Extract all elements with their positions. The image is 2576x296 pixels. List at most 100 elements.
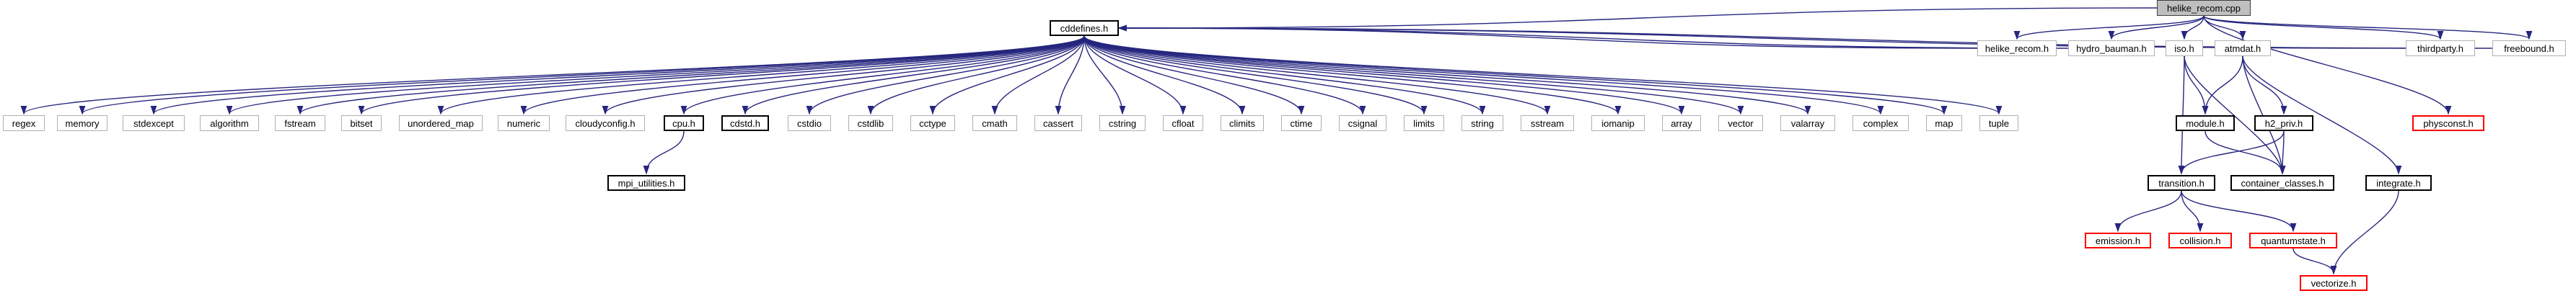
edge-cddefines_h-to-numeric xyxy=(520,35,1085,115)
node-label: unordered_map xyxy=(408,117,474,129)
node-vector: vector xyxy=(1718,115,1763,131)
edge-transition_h-to-collision_h xyxy=(2181,190,2204,233)
edge-cddefines_h-to-limits xyxy=(1083,35,1428,115)
edge-cddefines_h-to-cfloat xyxy=(1083,35,1187,115)
node-label: h2_priv.h xyxy=(2264,117,2303,129)
edge-transition_h-to-quantumstate_h xyxy=(2181,190,2297,233)
node-sstream: sstream xyxy=(1521,115,1574,131)
edge-cddefines_h-to-sstream xyxy=(1083,35,1551,115)
node-cassert: cassert xyxy=(1034,115,1082,131)
edge-cddefines_h-to-string xyxy=(1083,35,1486,115)
node-label: atmdat.h xyxy=(2224,42,2261,54)
edge-cddefines_h-to-ctime xyxy=(1083,35,1305,115)
node-algorithm: algorithm xyxy=(200,115,259,131)
node-label: numeric xyxy=(506,117,541,129)
edge-cddefines_h-to-cdstd_h xyxy=(742,35,1085,115)
node-vectorize-h[interactable]: vectorize.h xyxy=(2300,275,2368,291)
edge-cddefines_h-to-complex xyxy=(1083,35,1884,115)
node-unordered-map: unordered_map xyxy=(399,115,483,131)
node-label: physconst.h xyxy=(2423,117,2474,129)
node-mpi-utilities-h[interactable]: mpi_utilities.h xyxy=(607,175,685,191)
node-label: climits xyxy=(1228,117,1256,129)
node-label: iomanip xyxy=(1601,117,1635,129)
node-collision-h[interactable]: collision.h xyxy=(2168,233,2232,248)
node-label: thirdparty.h xyxy=(2417,42,2464,54)
node-map: map xyxy=(1926,115,1962,131)
node-emission-h[interactable]: emission.h xyxy=(2085,233,2151,248)
node-label: tuple xyxy=(1988,117,2010,129)
edge-iso_h-to-module_h xyxy=(2184,55,2209,115)
edge-cddefines_h-to-regex xyxy=(20,35,1085,115)
node-label: limits xyxy=(1413,117,1435,129)
node-cddefines-h[interactable]: cddefines.h xyxy=(1050,20,1119,36)
node-csignal: csignal xyxy=(1339,115,1386,131)
edge-cddefines_h-to-cstring xyxy=(1083,35,1126,115)
edge-cddefines_h-to-cstdio xyxy=(806,35,1085,115)
node-label: cloudyconfig.h xyxy=(575,117,636,129)
node-label: csignal xyxy=(1348,117,1378,129)
node-container-classes-h[interactable]: container_classes.h xyxy=(2230,175,2334,191)
node-cpu-h[interactable]: cpu.h xyxy=(664,115,704,131)
edge-cddefines_h-to-fstream xyxy=(296,35,1085,115)
node-label: helike_recom.cpp xyxy=(2167,2,2241,14)
edge-atmdat_h-to-module_h xyxy=(2202,55,2243,115)
node-label: valarray xyxy=(1790,117,1825,129)
node-label: integrate.h xyxy=(2376,177,2421,189)
edge-h2_priv_h-to-transition_h xyxy=(2178,130,2285,175)
edge-integrate_h-to-vectorize_h xyxy=(2330,190,2399,275)
node-label: collision.h xyxy=(2179,235,2221,246)
node-climits: climits xyxy=(1221,115,1264,131)
edge-hydro_bauman_h-to-cddefines_h xyxy=(1117,24,2069,49)
node-cdstd-h[interactable]: cdstd.h xyxy=(721,115,769,131)
node-label: quantumstate.h xyxy=(2261,235,2326,246)
node-module-h[interactable]: module.h xyxy=(2176,115,2235,131)
node-label: iso.h xyxy=(2174,42,2194,54)
node-label: cmath xyxy=(982,117,1008,129)
edge-helike_recom_cpp-to-iso_h xyxy=(2181,15,2204,40)
node-label: sstream xyxy=(1530,117,1565,129)
node-label: map xyxy=(1935,117,1953,129)
edge-cddefines_h-to-csignal xyxy=(1083,35,1366,115)
node-label: memory xyxy=(65,117,100,129)
node-label: fstream xyxy=(284,117,316,129)
node-label: container_classes.h xyxy=(2241,177,2324,189)
node-cctype: cctype xyxy=(910,115,955,131)
edge-freebound_h-to-cddefines_h xyxy=(1117,24,2493,49)
node-quantumstate-h[interactable]: quantumstate.h xyxy=(2249,233,2337,248)
node-hydro-bauman-h: hydro_bauman.h xyxy=(2068,40,2155,56)
node-cmath: cmath xyxy=(972,115,1017,131)
node-regex: regex xyxy=(3,115,45,131)
node-integrate-h[interactable]: integrate.h xyxy=(2365,175,2432,191)
node-label: complex xyxy=(1863,117,1899,129)
node-label: algorithm xyxy=(210,117,249,129)
node-label: hydro_bauman.h xyxy=(2076,42,2147,54)
edge-cpu_h-to-mpi_utilities_h xyxy=(643,130,685,175)
node-label: cstdio xyxy=(797,117,822,129)
node-memory: memory xyxy=(57,115,107,131)
node-physconst-h[interactable]: physconst.h xyxy=(2412,115,2484,131)
node-label: cdstd.h xyxy=(730,117,760,129)
edge-cddefines_h-to-memory xyxy=(79,35,1085,115)
edge-transition_h-to-emission_h xyxy=(2114,190,2182,233)
edge-helike_recom_cpp-to-cddefines_h xyxy=(1117,7,2158,32)
node-complex: complex xyxy=(1852,115,1909,131)
edge-cddefines_h-to-tuple xyxy=(1083,35,2003,115)
edge-cddefines_h-to-array xyxy=(1083,35,1685,115)
edge-h2_priv_h-to-container_classes_h xyxy=(2279,130,2286,175)
node-h2-priv-h[interactable]: h2_priv.h xyxy=(2254,115,2313,131)
node-label: module.h xyxy=(2186,117,2225,129)
edge-cddefines_h-to-map xyxy=(1083,35,1948,115)
edge-cddefines_h-to-climits xyxy=(1083,35,1246,115)
node-label: string xyxy=(1471,117,1494,129)
node-transition-h[interactable]: transition.h xyxy=(2148,175,2215,191)
node-cloudyconfig-h: cloudyconfig.h xyxy=(566,115,645,131)
node-iso-h: iso.h xyxy=(2166,40,2203,56)
node-label: stdexcept xyxy=(133,117,174,129)
edge-cddefines_h-to-stdexcept xyxy=(150,35,1085,115)
node-iomanip: iomanip xyxy=(1591,115,1645,131)
node-cfloat: cfloat xyxy=(1163,115,1203,131)
edge-cddefines_h-to-algorithm xyxy=(226,35,1085,115)
edge-helike_recom_cpp-to-helike_recom_h xyxy=(2013,15,2204,40)
node-label: ctime xyxy=(1290,117,1313,129)
